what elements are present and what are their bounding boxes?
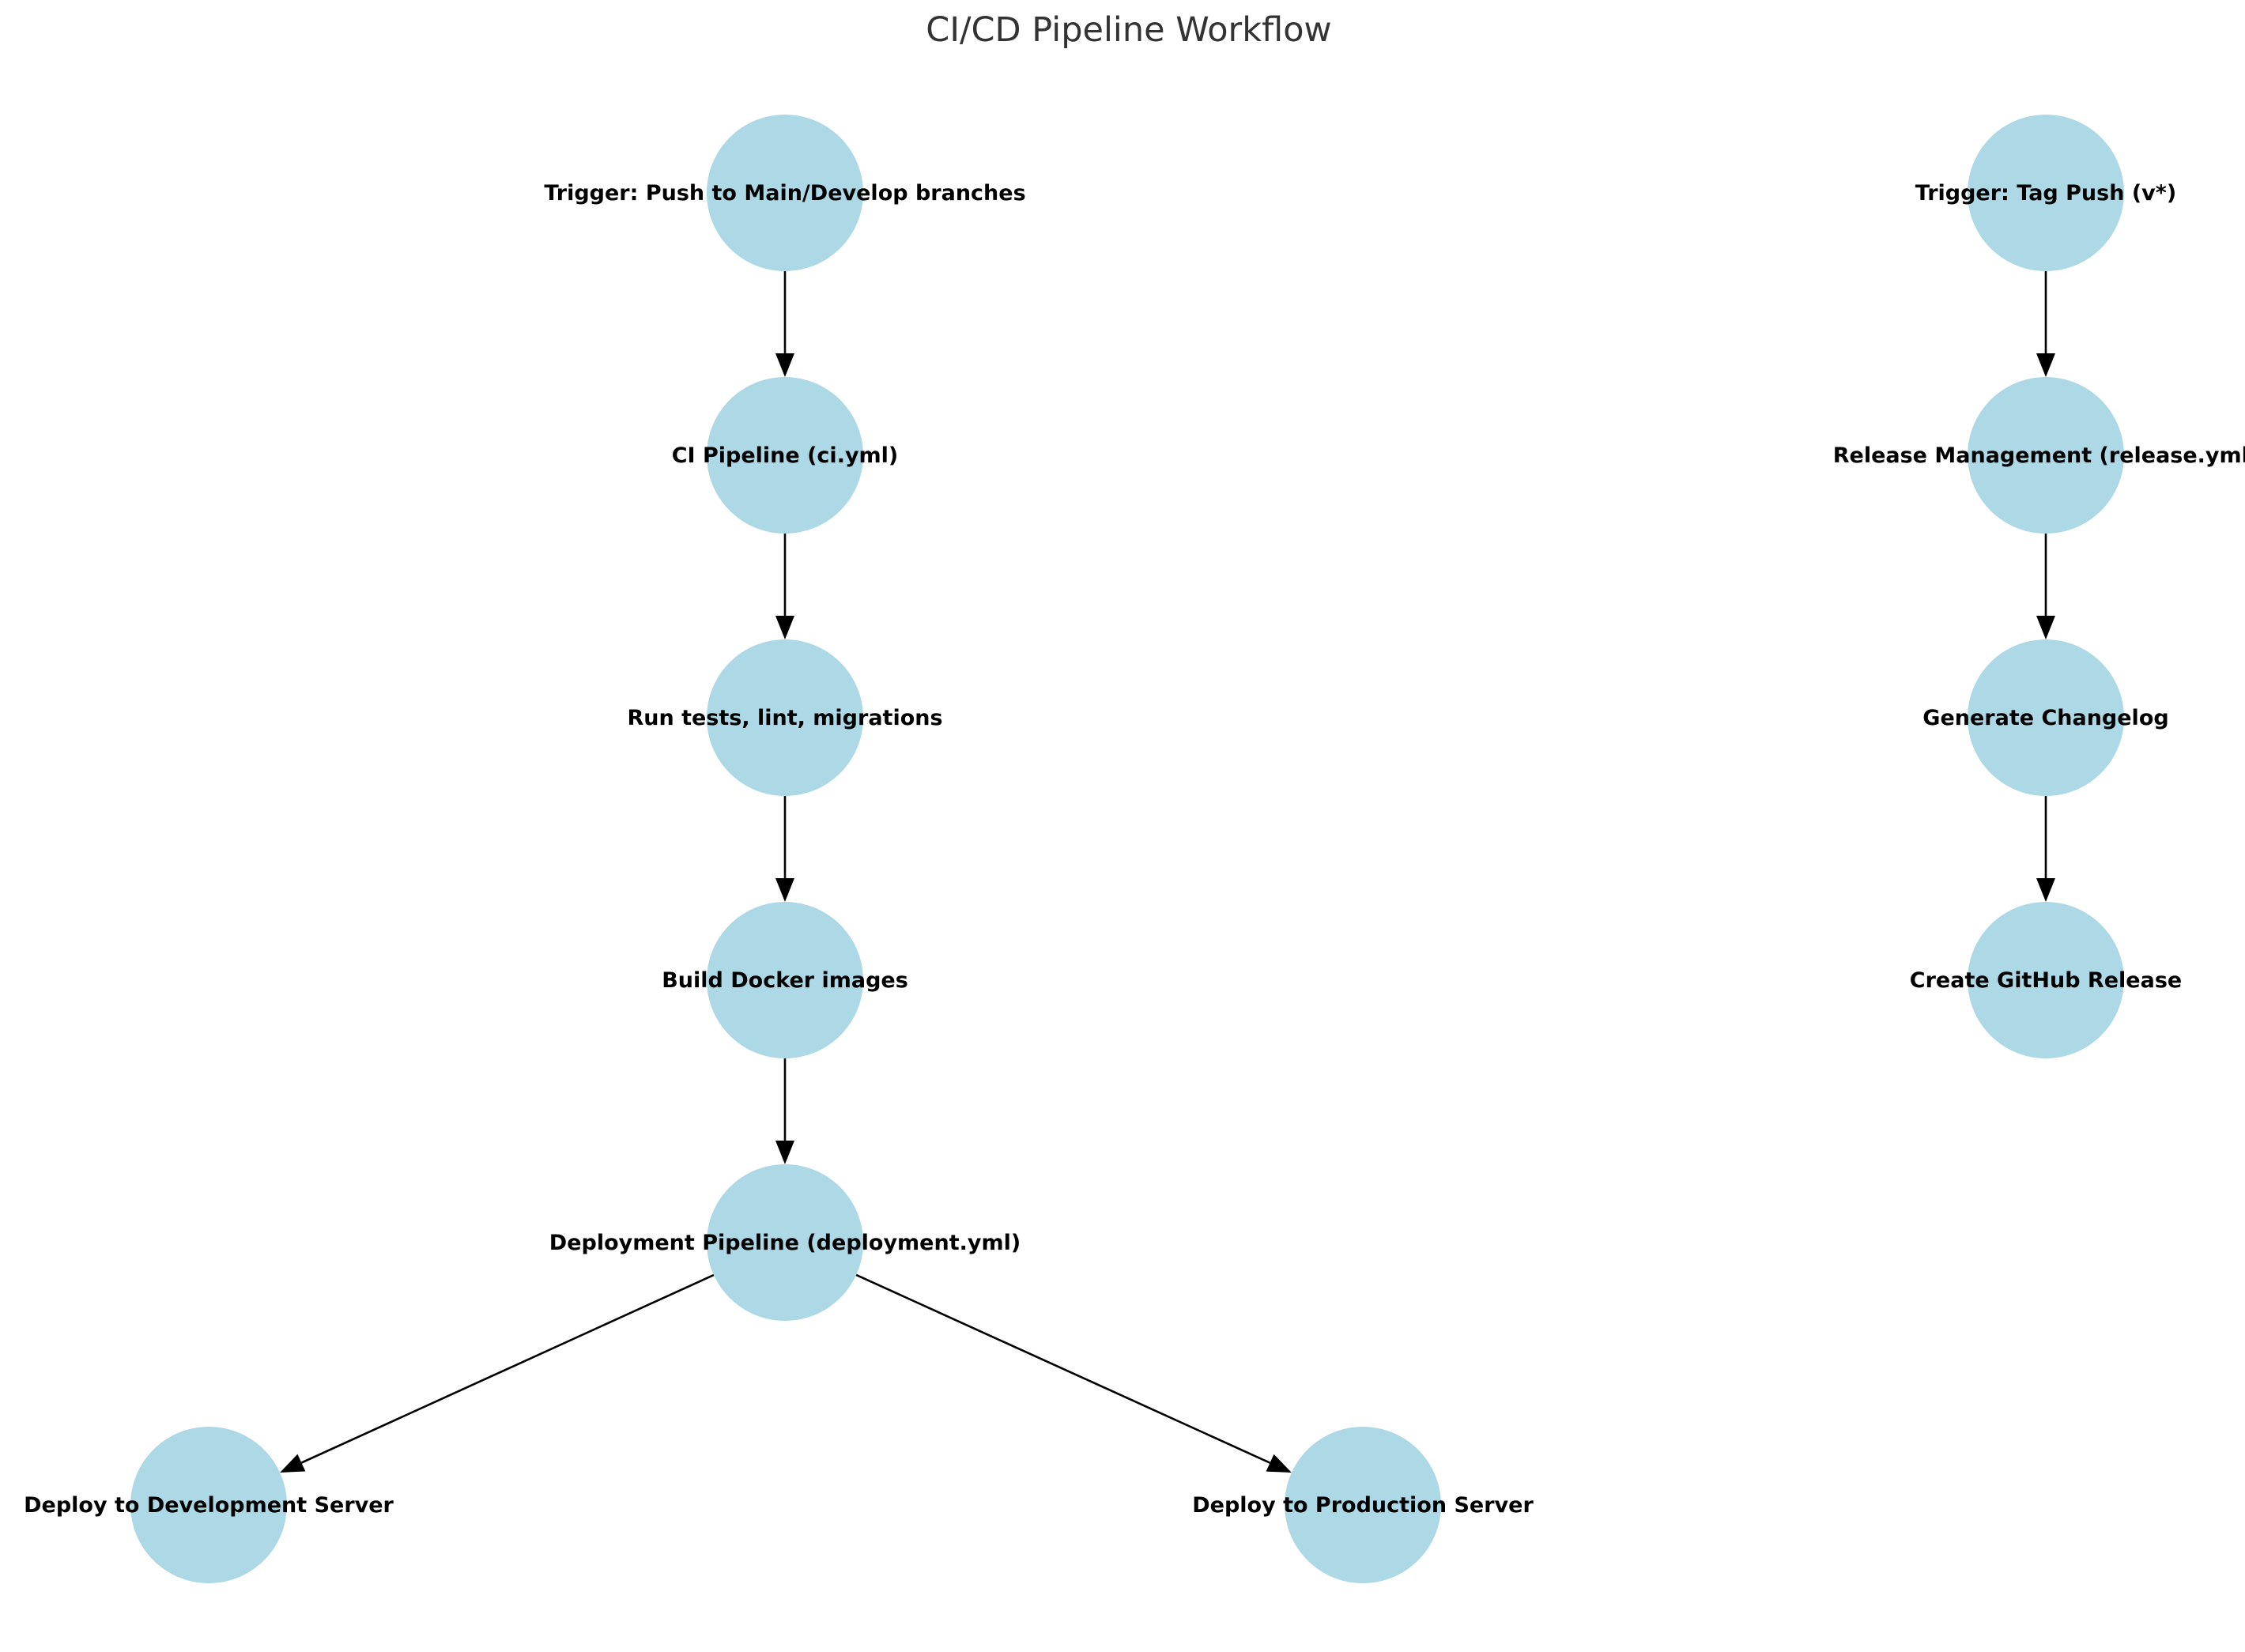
node-circle [707,902,863,1058]
arrow-head-icon [775,353,794,377]
node-circle [707,115,863,271]
edge-run-tests-to-build-docker [775,796,794,902]
edges-layer [280,271,2055,1473]
node-run-tests: Run tests, lint, migrations [627,639,943,796]
edge-deployment-pipeline-to-deploy-prod [855,1273,1292,1473]
node-circle [130,1427,287,1583]
node-label: Generate Changelog [1922,706,2168,730]
node-trigger-tag: Trigger: Tag Push (v*) [1915,115,2177,271]
edge-line [300,1273,715,1464]
edge-generate-changelog-to-create-release [2036,796,2055,902]
edge-line [855,1273,1271,1464]
arrow-head-icon [775,1141,794,1164]
edge-ci-pipeline-to-run-tests [775,534,794,639]
arrow-head-icon [280,1454,306,1473]
node-deploy-dev: Deploy to Development Server [24,1427,394,1583]
arrow-head-icon [2036,353,2055,377]
node-label: Create GitHub Release [1910,968,2182,993]
arrow-head-icon [1266,1454,1292,1473]
node-build-docker: Build Docker images [662,902,908,1058]
arrow-head-icon [2036,878,2055,902]
node-create-release: Create GitHub Release [1910,902,2182,1058]
node-label: Deploy to Production Server [1192,1493,1534,1518]
diagram-title: CI/CD Pipeline Workflow [926,10,1331,50]
node-circle [1968,377,2124,534]
node-trigger-push: Trigger: Push to Main/Develop branches [544,115,1026,271]
node-label: Trigger: Tag Push (v*) [1915,181,2177,206]
node-label: Deploy to Development Server [24,1493,394,1518]
edge-deployment-pipeline-to-deploy-dev [280,1273,715,1473]
node-label: Deployment Pipeline (deployment.yml) [549,1231,1021,1255]
node-label: Release Management (release.yml) [1833,443,2245,468]
node-label: Run tests, lint, migrations [627,706,942,730]
node-circle [1968,902,2124,1058]
edge-trigger-tag-to-release-management [2036,271,2055,377]
node-circle [1968,115,2124,271]
node-generate-changelog: Generate Changelog [1922,639,2169,796]
node-label: Build Docker images [662,968,908,993]
node-label: CI Pipeline (ci.yml) [672,443,899,468]
arrow-head-icon [775,878,794,902]
node-circle [707,639,863,796]
node-label: Trigger: Push to Main/Develop branches [544,181,1025,206]
arrow-head-icon [775,616,794,639]
node-circle [1285,1427,1441,1583]
node-deployment-pipeline: Deployment Pipeline (deployment.yml) [549,1164,1021,1321]
node-deploy-prod: Deploy to Production Server [1192,1427,1534,1583]
node-circle [707,1164,863,1321]
node-release-management: Release Management (release.yml) [1833,377,2245,534]
edge-build-docker-to-deployment-pipeline [775,1058,794,1164]
node-ci-pipeline: CI Pipeline (ci.yml) [672,377,899,534]
arrow-head-icon [2036,616,2055,639]
edge-release-management-to-generate-changelog [2036,534,2055,639]
edge-trigger-push-to-ci-pipeline [775,271,794,377]
node-circle [1968,639,2124,796]
nodes-layer: Trigger: Push to Main/Develop branchesCI… [24,115,2245,1583]
node-circle [707,377,863,534]
